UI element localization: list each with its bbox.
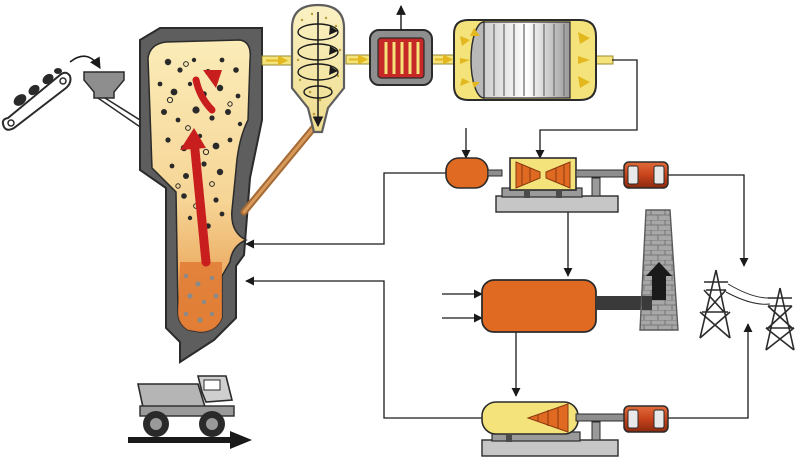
feed-hopper-icon bbox=[83, 71, 149, 132]
steam-turbine-icon bbox=[481, 401, 625, 457]
flue-duct bbox=[596, 296, 642, 310]
heat-recovery-boiler-icon bbox=[481, 279, 597, 333]
flow-lines bbox=[245, 59, 753, 419]
feed-arrow bbox=[69, 55, 101, 69]
conveyor-belt-icon bbox=[1, 68, 72, 131]
steam-drum-icon bbox=[445, 157, 489, 189]
generator-icon bbox=[623, 405, 669, 433]
gas-cleaning-filter-icon bbox=[453, 19, 597, 101]
fluidized-bed-furnace-icon bbox=[139, 27, 263, 364]
chimney-icon bbox=[639, 209, 679, 331]
dump-truck-icon bbox=[137, 375, 235, 437]
air-heater-icon bbox=[369, 29, 433, 86]
gas-turbine-icon bbox=[495, 157, 625, 213]
cyclone-separator-icon bbox=[290, 3, 346, 134]
power-tower-icon bbox=[699, 269, 795, 351]
generator-icon bbox=[623, 161, 669, 189]
